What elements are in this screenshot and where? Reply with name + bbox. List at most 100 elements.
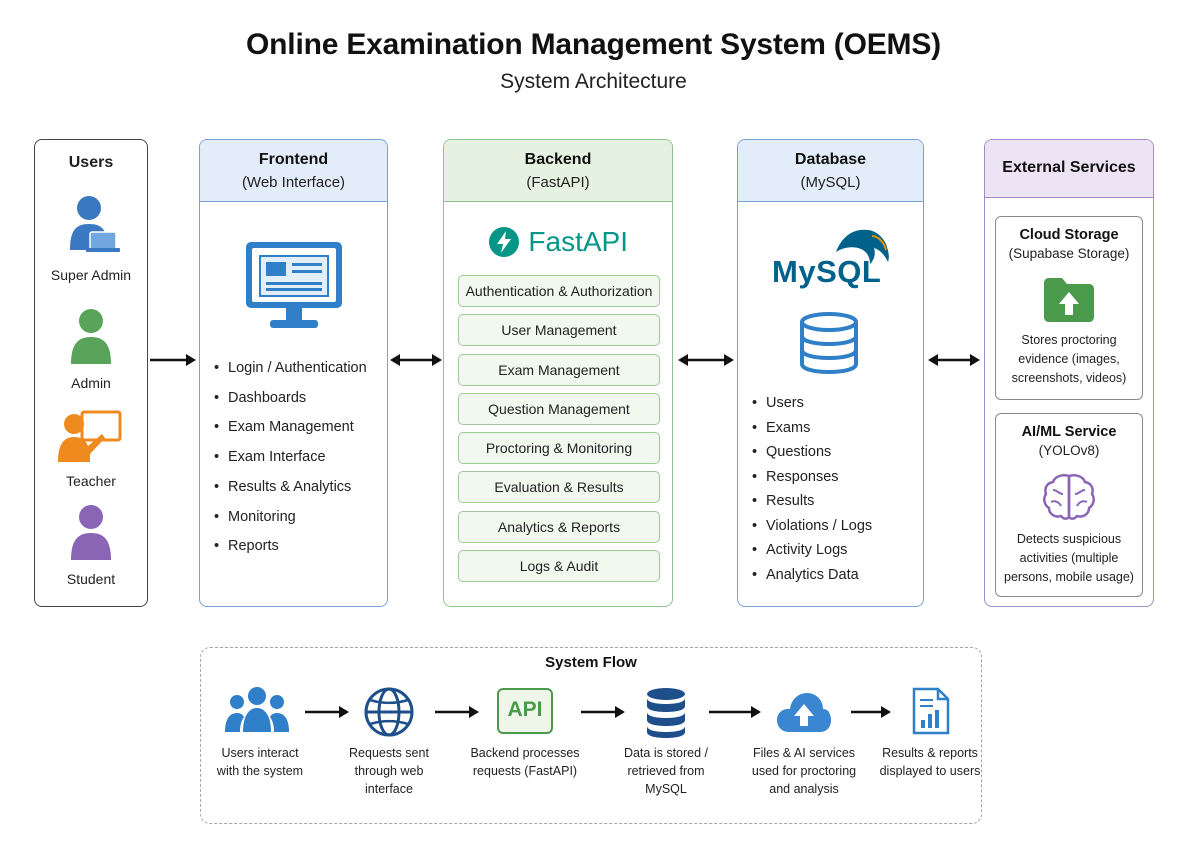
diagram-subtitle: System Architecture [500, 70, 687, 93]
user-label: Teacher [66, 473, 116, 489]
flow-step: Results & reports displayed to users [871, 744, 989, 780]
list-item: Login / Authentication [214, 354, 367, 384]
fastapi-logo: FastAPI [444, 226, 672, 258]
list-item: Analytics Data [752, 563, 872, 588]
users-title: Users [68, 154, 114, 171]
backend-module: Question Management [458, 392, 660, 425]
list-item: Violations / Logs [752, 514, 872, 539]
user-student: Student [35, 502, 147, 587]
monitor-icon [246, 242, 342, 328]
flow-step-text: used for proctoring [751, 764, 857, 778]
database-icon [800, 312, 858, 374]
external-title: External Services [1002, 159, 1136, 176]
backend-module: Proctoring & Monitoring [458, 432, 660, 465]
user-admin: Admin [35, 306, 147, 391]
service-description: screenshots, videos) [1011, 371, 1127, 385]
mysql-logo: MySQL [770, 222, 900, 292]
flow-step: Files & AI services used for proctoring … [745, 744, 863, 798]
service-title: Cloud Storage [1019, 227, 1119, 243]
external-header: External Services [985, 140, 1153, 198]
mysql-dolphin-icon [836, 229, 889, 264]
admin-user-laptop-icon [70, 196, 120, 252]
api-badge-icon: API [497, 688, 553, 734]
service-subtitle: (YOLOv8) [1038, 443, 1100, 458]
frontend-header: Frontend (Web Interface) [200, 140, 387, 202]
list-item: Activity Logs [752, 538, 872, 563]
users-column: Users Super Admin Admin Teacher Student [34, 139, 148, 607]
frontend-backend-arrow [390, 354, 442, 366]
teacher-board-icon [58, 410, 122, 462]
database-external-arrow [928, 354, 980, 366]
cloud-storage-box: Cloud Storage (Supabase Storage) Stores … [995, 216, 1143, 400]
database-table-list: Users Exams Questions Responses Results … [752, 391, 872, 587]
flow-step-text: with the system [216, 764, 304, 778]
external-services-column: External Services Cloud Storage (Supabas… [984, 139, 1154, 607]
list-item: Exam Management [214, 413, 367, 443]
backend-module-list: Authentication & Authorization User Mana… [458, 275, 660, 589]
database-subtitle: (MySQL) [800, 174, 861, 191]
diagram-title: Online Examination Management System (OE… [246, 28, 941, 61]
flow-step-text: retrieved from [627, 764, 705, 778]
database-column: Database (MySQL) MySQL Users Exams Quest… [737, 139, 924, 607]
list-item: Results & Analytics [214, 473, 367, 503]
flow-arrow [435, 706, 479, 718]
backend-database-arrow [678, 354, 734, 366]
flow-arrow [305, 706, 349, 718]
flow-step: Requests sent through web interface [330, 744, 448, 798]
user-icon [71, 309, 111, 364]
list-item: Responses [752, 465, 872, 490]
frontend-subtitle: (Web Interface) [241, 174, 346, 191]
ai-ml-service-box: AI/ML Service (YOLOv8) Detects suspiciou… [995, 413, 1143, 597]
flow-step-text: MySQL [645, 782, 687, 796]
database-title: Database [794, 151, 867, 168]
flow-step-text: interface [365, 782, 413, 796]
database-header: Database (MySQL) [738, 140, 923, 202]
flow-step-text: Files & AI services [752, 746, 856, 760]
service-description: Stores proctoring [1021, 333, 1117, 347]
backend-column: Backend (FastAPI) FastAPI Authentication… [443, 139, 673, 607]
report-document-icon [912, 687, 950, 735]
backend-header: Backend (FastAPI) [444, 140, 672, 202]
user-label: Super Admin [50, 267, 132, 283]
flow-step-text: Data is stored / [623, 746, 709, 760]
student-user-icon [71, 505, 111, 560]
service-title: AI/ML Service [1021, 424, 1117, 440]
frontend-feature-list: Login / Authentication Dashboards Exam M… [214, 354, 367, 562]
flow-step: Backend processes requests (FastAPI) [466, 744, 584, 780]
user-label: Student [66, 571, 116, 587]
system-flow-panel: System Flow Users interact with the syst… [200, 647, 982, 824]
list-item: Exams [752, 416, 872, 441]
list-item: Questions [752, 440, 872, 465]
globe-icon [364, 687, 414, 737]
service-description: evidence (images, [1018, 352, 1120, 366]
fastapi-bolt-icon [488, 227, 519, 257]
list-item: Dashboards [214, 384, 367, 414]
system-flow-title: System Flow [545, 654, 637, 671]
flow-step-text: Requests sent [349, 746, 429, 760]
folder-upload-icon [1044, 278, 1094, 322]
list-item: Reports [214, 532, 367, 562]
mysql-logo-text: MySQL [772, 254, 882, 289]
backend-module: Exam Management [458, 353, 660, 386]
users-to-frontend-arrow [150, 354, 196, 366]
brain-icon [1043, 474, 1095, 520]
user-teacher: Teacher [35, 408, 147, 489]
service-description: persons, mobile usage) [1004, 570, 1134, 584]
flow-arrow [709, 706, 761, 718]
list-item: Users [752, 391, 872, 416]
service-description: Detects suspicious [1016, 532, 1122, 546]
flow-step-text: Users interact [221, 746, 299, 760]
list-item: Exam Interface [214, 443, 367, 473]
user-label: Admin [71, 375, 111, 391]
list-item: Monitoring [214, 503, 367, 533]
flow-arrow [851, 706, 891, 718]
frontend-column: Frontend (Web Interface) Login / Authent… [199, 139, 388, 607]
flow-step-text: Results & reports [882, 746, 978, 760]
users-group-icon [225, 687, 289, 732]
database-icon [647, 688, 685, 738]
service-description: activities (multiple [1019, 551, 1119, 565]
backend-title: Backend [524, 151, 592, 168]
flow-arrow [581, 706, 625, 718]
backend-module: Logs & Audit [458, 550, 660, 583]
user-super-admin: Super Admin [35, 192, 147, 283]
